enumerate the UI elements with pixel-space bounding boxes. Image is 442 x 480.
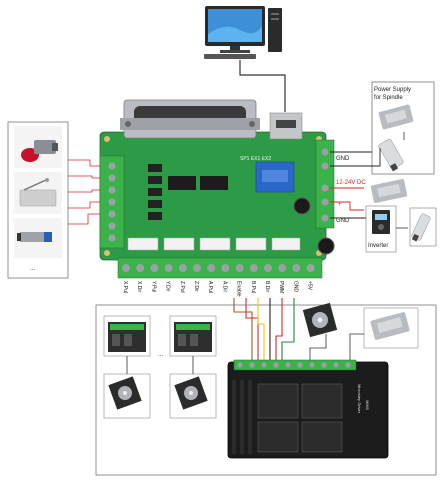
stepper-driver-small-2 <box>169 315 217 357</box>
dc-voltage-label: 12-24V DC <box>336 180 366 186</box>
terminal-screw <box>249 264 258 272</box>
db25-connector <box>120 99 260 139</box>
stepper-motor-small-2 <box>169 373 217 419</box>
board-silkscreen: SP1 EX1 EX2 <box>240 156 271 162</box>
pin-label: Z.Dir <box>193 281 199 292</box>
pin-label: X.Dir <box>136 281 142 292</box>
terminal-screw <box>136 264 145 272</box>
pin-label: Y.Pul <box>150 281 156 292</box>
terminal-screw <box>122 264 130 272</box>
emergency-stop-icon <box>14 126 62 168</box>
microstep-driver: Microstep Driver M860 <box>227 359 389 459</box>
pin-label: PWM <box>278 281 284 293</box>
dc-power-supply-icon <box>370 179 408 203</box>
terminal-screw <box>164 264 173 272</box>
terminal-screw <box>221 264 230 272</box>
driver-terminal-screw <box>297 362 303 368</box>
inverter-label: Inverter <box>368 243 388 249</box>
driver-terminal-screw <box>345 362 351 368</box>
inverter-box: Inverter <box>365 205 397 253</box>
pin-label: Z.Pul <box>179 281 185 293</box>
driver-terminal-screw <box>249 362 255 368</box>
input-sensors-box: ... <box>7 121 69 279</box>
pin-label: B.Pul <box>250 281 256 293</box>
capacitor <box>293 197 311 215</box>
power-supply-sublabel: for Spindle <box>374 95 403 101</box>
driver-terminal-screw <box>237 362 243 368</box>
terminal-screw <box>292 264 301 272</box>
driver-terminal-screw <box>309 362 315 368</box>
gnd-label-top: GND <box>336 156 350 162</box>
spindle-icon <box>409 207 437 247</box>
pin-label: Y.Dir <box>165 281 171 292</box>
right-terminal-block <box>315 139 335 229</box>
terminal-screw <box>178 264 187 272</box>
relay <box>255 161 295 193</box>
pin-label: A.Dir <box>221 281 227 292</box>
terminal-screw <box>235 264 244 272</box>
limit-switch-icon <box>14 172 62 214</box>
pin-labels: X.Pul X.Dir Y.Pul Y.Dir Z.Pul Z.Dir A.Pul A.Dir… <box>122 281 313 297</box>
pin-label: +5V <box>307 281 313 291</box>
power-supply-label: Power Supply <box>374 87 411 93</box>
computer-cable <box>239 60 286 112</box>
stepper-motor-main <box>302 302 338 338</box>
sensors-ellipsis: ... <box>30 266 35 272</box>
pin-label: A.Pul <box>207 281 213 293</box>
power-supply-icon <box>378 104 414 130</box>
spindle-motor-icon <box>378 138 404 172</box>
driver-terminal-screw <box>261 362 267 368</box>
driver-section-frame <box>95 304 437 476</box>
pin-label: X.Pul <box>122 281 128 293</box>
ic-chip-1 <box>168 176 196 190</box>
terminal-screw <box>193 264 201 272</box>
driver-terminal-screw <box>285 362 291 368</box>
drivers-ellipsis: ... <box>158 352 163 358</box>
driver-power-supply-icon <box>363 307 419 349</box>
terminal-screw <box>306 264 315 272</box>
power-wires <box>330 148 381 219</box>
plus-label: + <box>338 202 342 208</box>
pin-label: B.Dir <box>264 281 270 292</box>
stepper-motor-small-1 <box>103 373 151 419</box>
driver-label: Microstep Driver <box>357 384 362 414</box>
terminal-screw <box>150 264 159 272</box>
interface-board: SP1 EX1 EX2 <box>99 99 335 279</box>
bottom-terminal-block <box>117 257 323 279</box>
terminal-screw <box>207 264 216 272</box>
driver-terminal-screw <box>333 362 339 368</box>
driver-terminal-screw <box>321 362 327 368</box>
gnd-label-bottom: GND <box>336 218 350 224</box>
driver-wires <box>233 298 295 362</box>
stepper-driver-small-1 <box>103 315 151 357</box>
driver-terminal-screw <box>273 362 279 368</box>
terminal-screw <box>264 264 272 272</box>
pin-label: Enable <box>236 281 242 297</box>
header-connectors <box>127 237 301 251</box>
driver-model: M860 <box>365 400 370 411</box>
terminal-screw <box>278 264 287 272</box>
pin-label: GND <box>292 281 298 293</box>
computer-icon <box>204 6 282 59</box>
proximity-sensor-icon <box>14 218 62 258</box>
spindle-power-supply-box: Power Supply for Spindle <box>371 81 435 175</box>
ic-chip-2 <box>200 176 228 190</box>
